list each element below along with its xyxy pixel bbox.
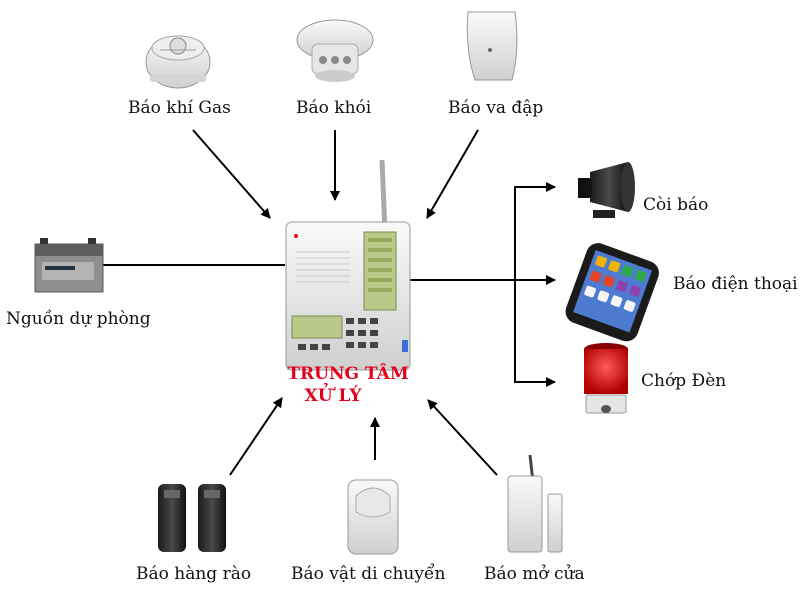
- label-fence: Báo hàng rào: [136, 564, 252, 584]
- label-phone: Báo điện thoại: [673, 274, 798, 294]
- center-title-line1: TRUNG TÂM: [287, 364, 409, 384]
- motion-sensor-icon: [347, 479, 399, 555]
- arrow-fence: [229, 397, 283, 476]
- arrow-door: [427, 399, 498, 476]
- smoke-detector-icon: [296, 19, 374, 82]
- door-sensor-icon: [507, 454, 563, 553]
- label-door: Báo mở cửa: [484, 564, 585, 584]
- center-title-line2: XỬ LÝ: [304, 386, 362, 406]
- arrow-shock: [426, 129, 479, 219]
- smartphone-icon: [565, 243, 659, 342]
- label-siren: Còi báo: [643, 195, 709, 215]
- label-shock-sensor: Báo va đập: [448, 98, 544, 118]
- strobe-light-icon: [584, 343, 628, 414]
- siren-icon: [578, 162, 635, 218]
- label-motion: Báo vật di chuyển: [291, 564, 446, 584]
- beam-sensor-icon: [158, 484, 226, 552]
- battery-icon: [34, 238, 104, 293]
- label-gas-detector: Báo khí Gas: [128, 98, 231, 118]
- label-strobe: Chớp Đèn: [641, 371, 727, 391]
- label-smoke-detector: Báo khói: [296, 98, 372, 118]
- arrow-gas: [192, 129, 271, 219]
- control-panel-icon: [285, 159, 411, 371]
- label-backup-power: Nguồn dự phòng: [6, 309, 151, 329]
- gas-detector-icon: [145, 35, 211, 89]
- center-title: TRUNG TÂM XỬ LÝ: [278, 363, 418, 407]
- shock-sensor-icon: [466, 11, 518, 81]
